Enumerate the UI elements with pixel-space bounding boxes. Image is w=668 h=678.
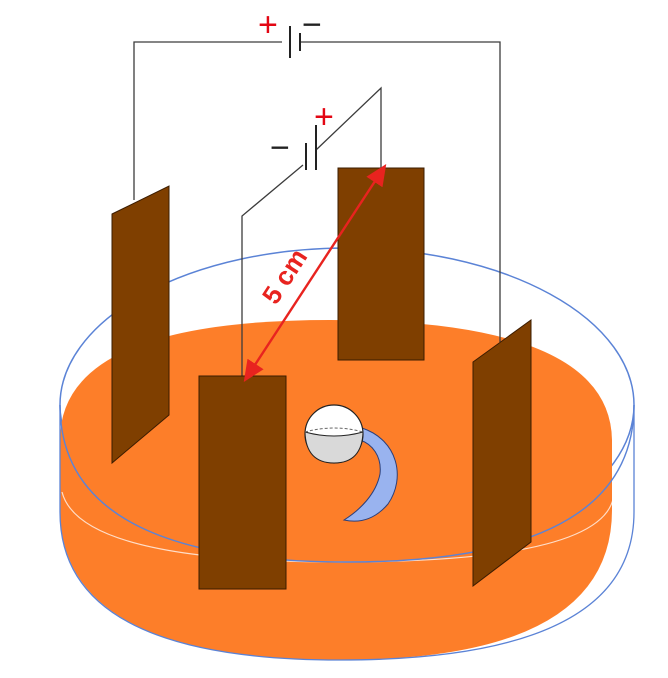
electrode-right (472, 319, 532, 588)
battery-middle-minus: − (270, 129, 290, 167)
sample-object (304, 404, 398, 522)
dish-side-wall (59, 405, 635, 661)
electrode-left (111, 185, 170, 465)
battery-middle: + − (270, 98, 334, 170)
sphere-shadow (304, 431, 364, 464)
dish-rim-front (59, 404, 635, 563)
battery-top: + − (258, 6, 322, 58)
battery-top-minus: − (302, 6, 322, 44)
wire-middle-right (315, 86, 382, 168)
crescent-shape (342, 427, 398, 522)
electrode-front (198, 375, 287, 590)
distance-label: 5 cm (256, 243, 313, 309)
wire-top-left (133, 41, 282, 200)
electrode-back (337, 167, 425, 361)
wire-top-right (300, 41, 501, 342)
battery-middle-plus: + (314, 98, 334, 136)
distance-arrow (243, 163, 387, 383)
battery-top-plus: + (258, 6, 278, 44)
